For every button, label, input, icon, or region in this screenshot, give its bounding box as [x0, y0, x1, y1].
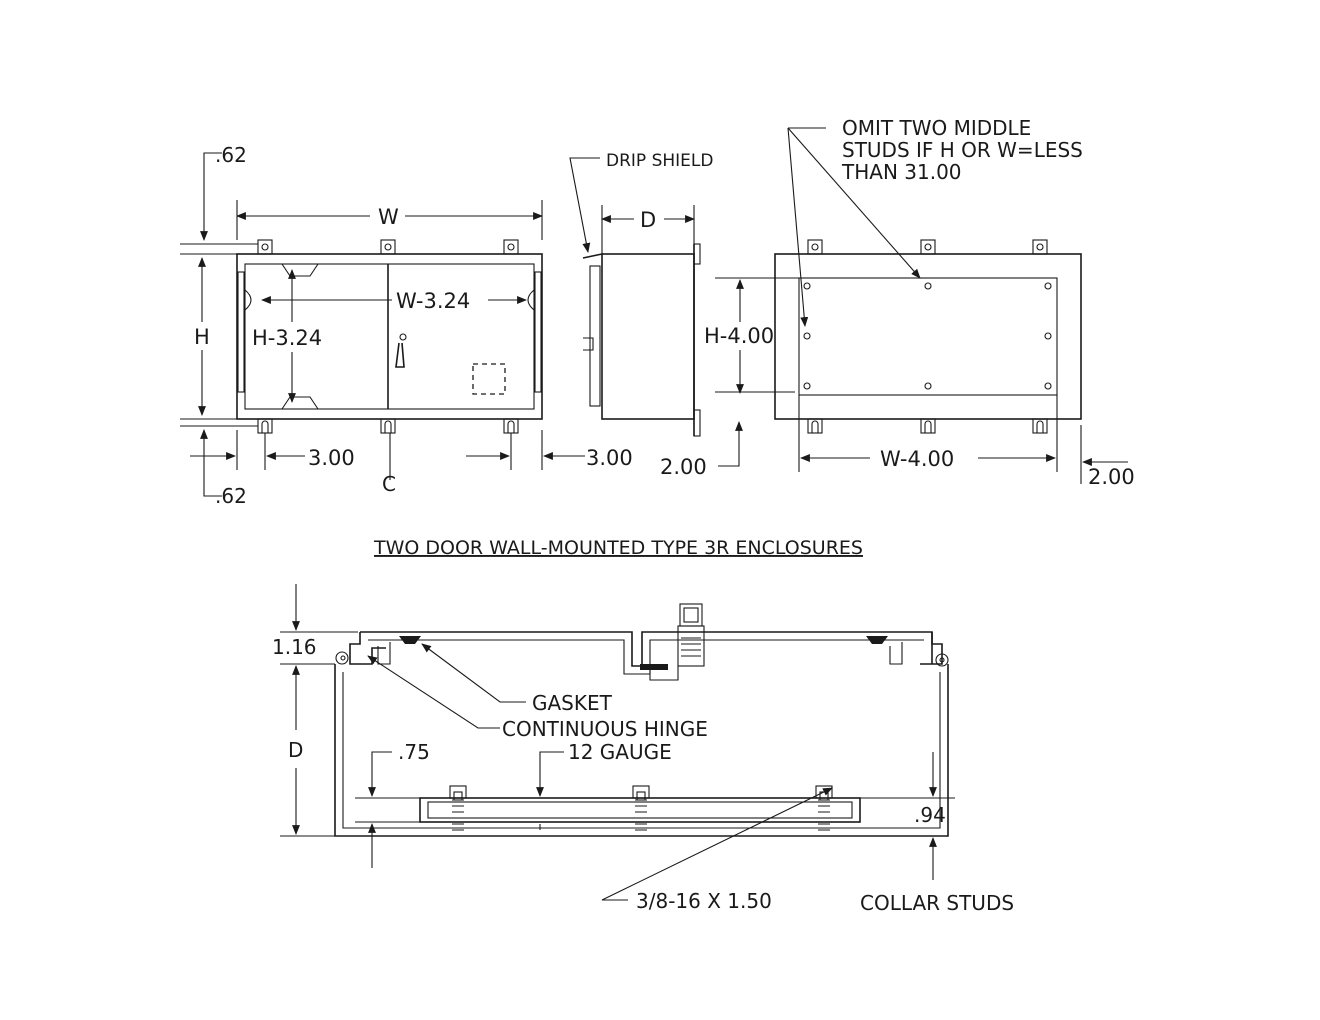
right-stud-label: 3.00: [586, 446, 633, 470]
inner-width-label: W-3.24: [396, 289, 470, 313]
back-view: [715, 127, 1128, 484]
stud-hole: [1044, 282, 1052, 290]
back-offset-left-label: 2.00: [660, 455, 707, 479]
bottom-offset-label: .62: [215, 484, 247, 508]
front-view: [236, 239, 543, 480]
slot-tab: [503, 418, 519, 434]
slot-tab: [1032, 418, 1048, 434]
collar-stud: [449, 785, 467, 831]
gauge-label: 12 GAUGE: [568, 740, 672, 764]
mounting-tab: [1032, 239, 1048, 255]
stud-hole: [803, 332, 811, 340]
mounting-tab: [920, 239, 936, 255]
slot-tab: [257, 418, 273, 434]
back-width-label: W-4.00: [880, 447, 954, 471]
top-offset-label: .62: [215, 143, 247, 167]
stud-size-label: 3/8-16 X 1.50: [636, 889, 772, 913]
panel-offset-label: .75: [398, 740, 430, 764]
section-depth-label: D: [288, 738, 303, 762]
collar-offset-label: .94: [914, 803, 946, 827]
side-view: [569, 157, 795, 467]
stud-hole: [803, 282, 811, 290]
mounting-tab: [503, 239, 519, 255]
collar-stud: [815, 785, 833, 831]
mounting-tab: [257, 239, 273, 255]
back-height-label: H-4.00: [704, 324, 774, 348]
back-offset-right-label: 2.00: [1088, 465, 1135, 489]
mounting-tab: [807, 239, 823, 255]
stud-hole: [803, 382, 811, 390]
width-label: W: [378, 205, 399, 229]
slot-tab: [807, 418, 823, 434]
omit-note-line3: THAN 31.00: [841, 160, 962, 184]
mounting-tab: [380, 239, 396, 255]
drip-shield-label: DRIP SHIELD: [606, 151, 713, 171]
omit-note-line1: OMIT TWO MIDDLE: [842, 116, 1031, 140]
height-label: H: [194, 325, 210, 349]
collar-studs-label: COLLAR STUDS: [860, 891, 1014, 915]
centerline-label: C: [382, 472, 396, 496]
front-dimensions: [180, 152, 585, 497]
inner-height-label: H-3.24: [252, 326, 322, 350]
stud-hole: [1044, 382, 1052, 390]
hinge-label: CONTINUOUS HINGE: [502, 717, 708, 741]
stud-hole: [1044, 332, 1052, 340]
section-top-label: 1.16: [272, 635, 317, 659]
gasket-label: GASKET: [532, 691, 613, 715]
slot-tab: [920, 418, 936, 434]
depth-label: D: [640, 208, 656, 232]
omit-note-line2: STUDS IF H OR W=LESS: [842, 138, 1083, 162]
labels: .62 W H W-3.24 H-3.24 .62 3.00 C 3.00 D …: [194, 116, 1135, 915]
stud-hole: [924, 382, 932, 390]
section-view: [280, 584, 955, 901]
stud-hole: [924, 282, 932, 290]
left-stud-label: 3.00: [308, 446, 355, 470]
collar-stud: [632, 785, 650, 831]
drawing-title: TWO DOOR WALL-MOUNTED TYPE 3R ENCLOSURES: [373, 537, 863, 559]
slot-tab: [380, 418, 396, 434]
